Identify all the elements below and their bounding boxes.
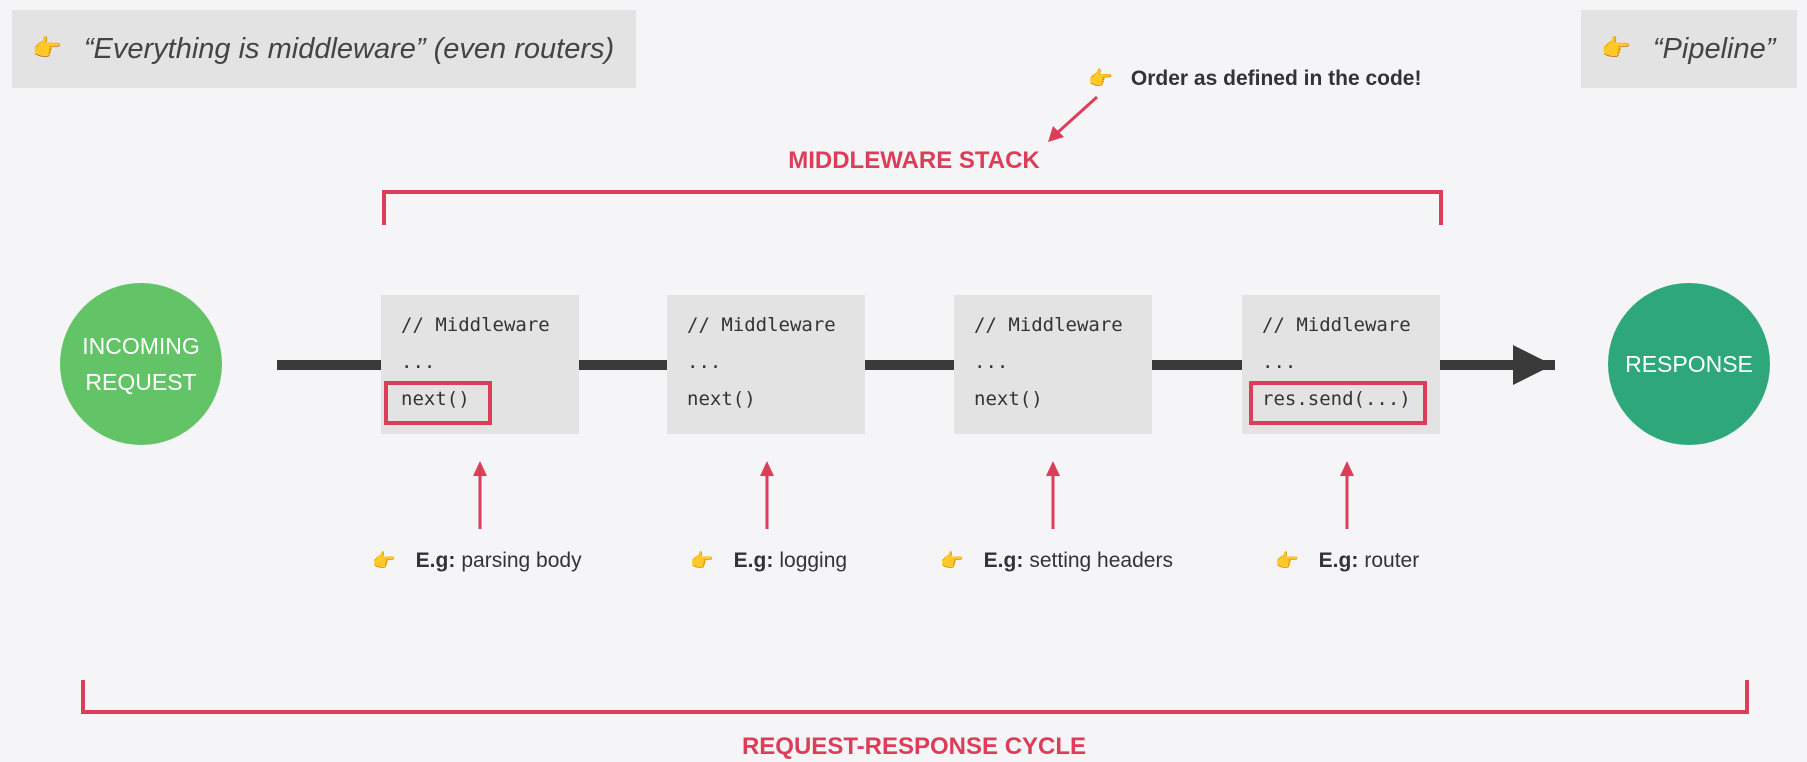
- everything-is-middleware-quote: 👉 “Everything is middleware” (even route…: [12, 10, 636, 88]
- middleware-stack-label: MIDDLEWARE STACK: [788, 147, 1040, 174]
- next-call-highlight: [384, 381, 492, 425]
- middleware-dots: ...: [401, 351, 436, 373]
- order-note: 👉 Order as defined in the code!: [1088, 64, 1421, 94]
- example-text: router: [1364, 549, 1420, 572]
- incoming-request-circle: INCOMING REQUEST: [60, 283, 222, 445]
- middleware-dots: ...: [974, 351, 1009, 373]
- response-circle: RESPONSE: [1608, 283, 1770, 445]
- middleware-call: res.send(...): [1262, 388, 1411, 410]
- up-arrow-icon: [1340, 461, 1354, 529]
- res-send-call-highlight: [1249, 381, 1427, 425]
- example-text: setting headers: [1029, 549, 1173, 572]
- middleware-comment: // Middleware: [974, 314, 1123, 336]
- middleware-dots: ...: [1262, 351, 1297, 373]
- middleware-call: next(): [687, 388, 756, 410]
- middleware-call: next(): [974, 388, 1043, 410]
- request-response-cycle-label: REQUEST-RESPONSE CYCLE: [741, 733, 1087, 760]
- example-text: parsing body: [461, 549, 582, 572]
- pipeline-line: [277, 360, 1555, 370]
- middleware-box-1: // Middleware ... next(): [381, 295, 579, 434]
- middleware-call: next(): [401, 388, 470, 410]
- pointing-hand-icon: 👉: [1275, 550, 1299, 572]
- pointing-hand-icon: 👉: [32, 35, 62, 62]
- middleware-box-2: // Middleware ... next(): [667, 295, 865, 434]
- up-arrow-icon: [473, 461, 487, 529]
- pointing-hand-icon: 👉: [1601, 35, 1631, 62]
- middleware-comment: // Middleware: [401, 314, 550, 336]
- up-arrow-icon: [760, 461, 774, 529]
- pointing-hand-icon: 👉: [690, 550, 714, 572]
- example-prefix: E.g:: [983, 549, 1024, 572]
- order-note-text: Order as defined in the code!: [1130, 67, 1422, 90]
- middleware-comment: // Middleware: [687, 314, 836, 336]
- pipeline-arrow-head-icon: [1513, 345, 1553, 385]
- example-text: logging: [779, 549, 848, 572]
- response-label: RESPONSE: [1625, 351, 1753, 377]
- example-parsing-body: 👉 E.g: parsing body: [372, 546, 582, 576]
- middleware-comment: // Middleware: [1262, 314, 1411, 336]
- example-prefix: E.g:: [1318, 549, 1359, 572]
- middleware-dots: ...: [687, 351, 722, 373]
- incoming-request-line2: REQUEST: [85, 369, 197, 395]
- order-note-arrow: [1048, 95, 1099, 142]
- example-prefix: E.g:: [733, 549, 774, 572]
- incoming-request-line1: INCOMING: [82, 333, 200, 359]
- middleware-box-3: // Middleware ... next(): [954, 295, 1152, 434]
- example-router: 👉 E.g: router: [1275, 546, 1419, 576]
- example-prefix: E.g:: [415, 549, 456, 572]
- everything-is-middleware-text: “Everything is middleware” (even routers…: [83, 32, 615, 65]
- example-setting-headers: 👉 E.g: setting headers: [940, 546, 1173, 576]
- middleware-box-4: // Middleware ... res.send(...): [1242, 295, 1440, 434]
- request-response-cycle-bracket: [81, 680, 1749, 714]
- pointing-hand-icon: 👉: [372, 550, 396, 572]
- pointing-hand-icon: 👉: [940, 550, 964, 572]
- pipeline-quote: 👉 “Pipeline”: [1581, 10, 1797, 88]
- pipeline-quote-text: “Pipeline”: [1652, 32, 1776, 65]
- up-arrow-icon: [1046, 461, 1060, 529]
- pointing-hand-icon: 👉: [1088, 68, 1113, 90]
- example-logging: 👉 E.g: logging: [690, 546, 847, 576]
- middleware-stack-bracket: [382, 190, 1443, 225]
